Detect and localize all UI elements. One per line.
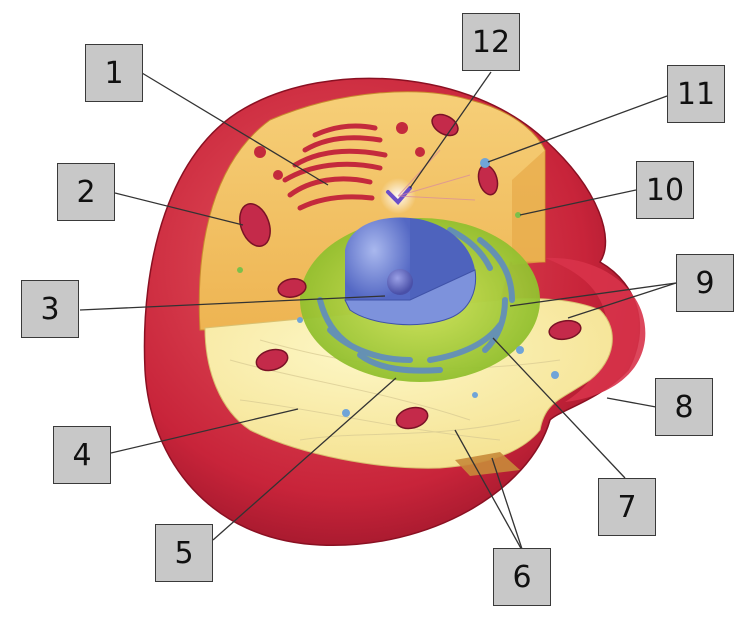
label-text-3: 3: [40, 291, 60, 327]
label-box-7: 7: [598, 478, 656, 536]
leader-line-9a: [509, 282, 677, 307]
label-text-8: 8: [674, 389, 694, 425]
label-box-4: 4: [53, 426, 111, 484]
nucleus: [344, 217, 477, 326]
leader-line-11: [487, 95, 668, 163]
leader-line-3: [79, 295, 386, 311]
leader-line-12: [409, 71, 492, 189]
label-text-2: 2: [76, 174, 96, 210]
label-text-11: 11: [676, 76, 716, 112]
label-box-5: 5: [155, 524, 213, 582]
label-box-12: 12: [462, 13, 520, 71]
label-box-1: 1: [85, 44, 143, 102]
leader-line-6b: [491, 457, 524, 553]
label-box-2: 2: [57, 163, 115, 221]
golgi-apparatus: [282, 123, 388, 211]
leader-line-9b: [567, 282, 677, 319]
leader-lines: [79, 71, 677, 553]
label-box-6: 6: [493, 548, 551, 606]
label-box-10: 10: [636, 161, 694, 219]
label-box-8: 8: [655, 378, 713, 436]
leader-line-5: [212, 377, 397, 541]
label-text-4: 4: [72, 437, 92, 473]
nucleolus: [387, 269, 413, 295]
label-text-7: 7: [617, 489, 637, 525]
leader-line-4: [110, 408, 299, 454]
label-text-9: 9: [695, 265, 715, 301]
leader-line-8: [606, 397, 657, 408]
leader-line-10: [519, 189, 637, 216]
leader-line-2: [114, 192, 244, 226]
label-text-6: 6: [512, 559, 532, 595]
label-text-1: 1: [104, 55, 124, 91]
vesicles: [237, 122, 559, 417]
label-text-5: 5: [174, 535, 194, 571]
mitochondria: [239, 113, 582, 430]
label-text-10: 10: [645, 172, 685, 208]
label-box-9: 9: [676, 254, 734, 312]
label-box-11: 11: [667, 65, 725, 123]
label-text-12: 12: [471, 24, 511, 60]
leader-line-1: [141, 72, 329, 186]
leader-line-6a: [454, 429, 524, 553]
centrosome: [380, 149, 476, 214]
leader-line-7: [492, 337, 626, 479]
label-box-3: 3: [21, 280, 79, 338]
